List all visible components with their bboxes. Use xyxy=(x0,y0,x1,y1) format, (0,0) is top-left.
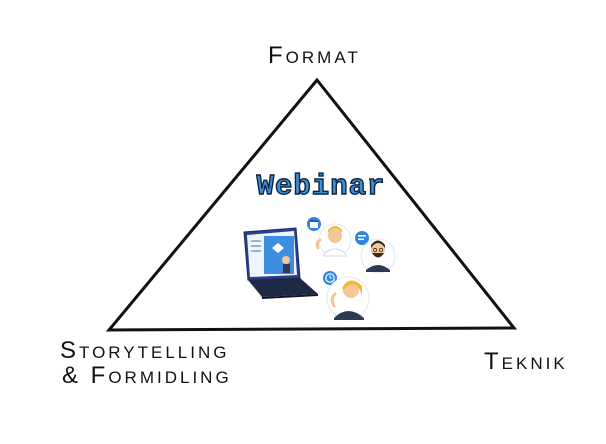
corner-label-left-line2: & Formidling xyxy=(62,362,232,390)
corner-label-right: Teknik xyxy=(484,348,568,375)
corner-label-left: Storytelling & Formidling xyxy=(60,337,232,390)
corner-label-left-line1: Storytelling xyxy=(60,337,230,364)
center-title: Webinar xyxy=(256,170,386,203)
laptop-icon xyxy=(243,227,318,299)
chat-icon xyxy=(355,231,369,245)
triangle-outline xyxy=(105,77,518,332)
clock-icon xyxy=(323,271,337,285)
person-icon xyxy=(360,238,396,274)
person-icon xyxy=(315,223,352,257)
corner-label-top: Format xyxy=(268,42,361,69)
person-icon xyxy=(326,276,370,320)
webinar-illustration xyxy=(243,217,396,320)
calendar-icon xyxy=(307,217,321,231)
